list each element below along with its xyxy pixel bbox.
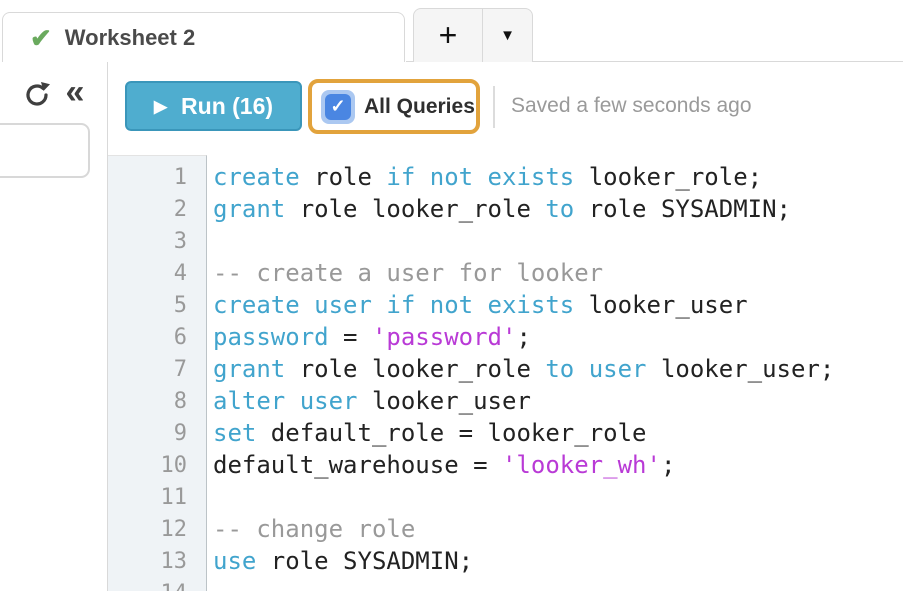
line-number: 10 [160,453,188,478]
annotation-highlight-box: ✓ All Queries [308,79,480,134]
code-line[interactable] [213,225,903,257]
code-token-txt: role [299,163,387,191]
code-line[interactable] [213,577,903,591]
code-line[interactable]: password = 'password'; [213,321,903,353]
code-token-txt: looker_role; [574,163,763,191]
code-token-str: 'looker_wh' [501,451,661,479]
code-token-com: -- create a user for looker [213,259,604,287]
toolbar-separator [493,86,495,128]
saved-status-text: Saved a few seconds ago [511,94,752,117]
line-number: 13 [160,549,188,574]
code-token-txt: looker_user [357,387,531,415]
code-token-txt: looker_user; [646,355,835,383]
line-number: 6 [173,325,187,350]
tabbar-bottom-border [406,61,903,62]
line-number: 3 [173,229,187,254]
code-token-txt: = [328,323,372,351]
code-token-kw: use [213,547,257,575]
code-token-com: -- change role [213,515,416,543]
code-line[interactable]: -- change role [213,513,903,545]
all-queries-checkbox[interactable]: ✓ [325,93,351,120]
code-token-kw: grant [213,355,286,383]
code-line[interactable]: grant role looker_role to role SYSADMIN; [213,193,903,225]
collapse-panel-icon[interactable]: « [65,73,85,111]
code-token-txt: role SYSADMIN; [256,547,474,575]
run-button[interactable]: ▶ Run (16) [125,81,302,131]
code-token-txt: role looker_role [285,195,546,223]
code-token-kw: create [213,163,300,191]
sidebar-divider [107,62,108,591]
run-button-label: Run (16) [181,92,274,119]
line-number: 9 [173,421,187,446]
code-token-kw: to [545,195,575,223]
line-number: 5 [173,293,187,318]
new-worksheet-button[interactable]: + [414,9,483,62]
code-token-txt: looker_user [574,291,748,319]
code-line[interactable]: set default_role = looker_role [213,417,903,449]
code-line[interactable]: create role if not exists looker_role; [213,161,903,193]
tab-label: Worksheet 2 [64,24,196,50]
code-token-kw: set [213,419,257,447]
tab-controls: + ▼ [413,8,533,62]
all-queries-label[interactable]: All Queries [364,94,475,118]
checkmark-icon: ✓ [330,96,346,116]
all-queries-checkbox-halo: ✓ [321,89,355,124]
line-number: 1 [173,165,187,190]
code-token-txt: ; [660,451,676,479]
code-line[interactable]: -- create a user for looker [213,257,903,289]
tab-worksheet-2[interactable]: ✔ Worksheet 2 [2,12,405,62]
line-number: 4 [173,261,187,286]
line-number: 12 [160,517,188,542]
code-token-kw: create user if not exists [213,291,575,319]
sidebar-search-box[interactable] [0,123,90,178]
code-line[interactable]: alter user looker_user [213,385,903,417]
line-number: 7 [173,357,187,382]
code-line[interactable]: default_warehouse = 'looker_wh'; [213,449,903,481]
code-token-txt: default_role = looker_role [256,419,647,447]
code-line[interactable]: create user if not exists looker_user [213,289,903,321]
code-token-txt: default_warehouse = [213,451,502,479]
code-token-txt: role SYSADMIN; [574,195,791,223]
play-icon: ▶ [153,96,168,116]
code-line[interactable]: grant role looker_role to user looker_us… [213,353,903,385]
code-token-txt: role looker_role [285,355,546,383]
line-number: 11 [160,485,188,510]
line-number: 14 [108,578,206,591]
success-check-icon: ✔ [30,22,52,53]
code-token-kw: if not exists [386,163,575,191]
code-token-kw: to user [545,355,647,383]
refresh-icon[interactable] [22,80,52,110]
code-token-kw: password [213,323,329,351]
code-token-txt: ; [516,323,531,351]
code-token-kw: grant [213,195,286,223]
line-number: 8 [173,389,187,414]
code-line[interactable]: use role SYSADMIN; [213,545,903,577]
code-line[interactable] [213,481,903,513]
worksheet-menu-dropdown[interactable]: ▼ [500,27,515,44]
line-number: 2 [173,197,187,222]
code-area[interactable]: create role if not exists looker_role;gr… [208,155,903,591]
gutter: 1234567891011121314 [108,155,207,591]
code-token-str: 'password' [371,323,517,351]
code-token-kw: alter user [213,387,358,415]
